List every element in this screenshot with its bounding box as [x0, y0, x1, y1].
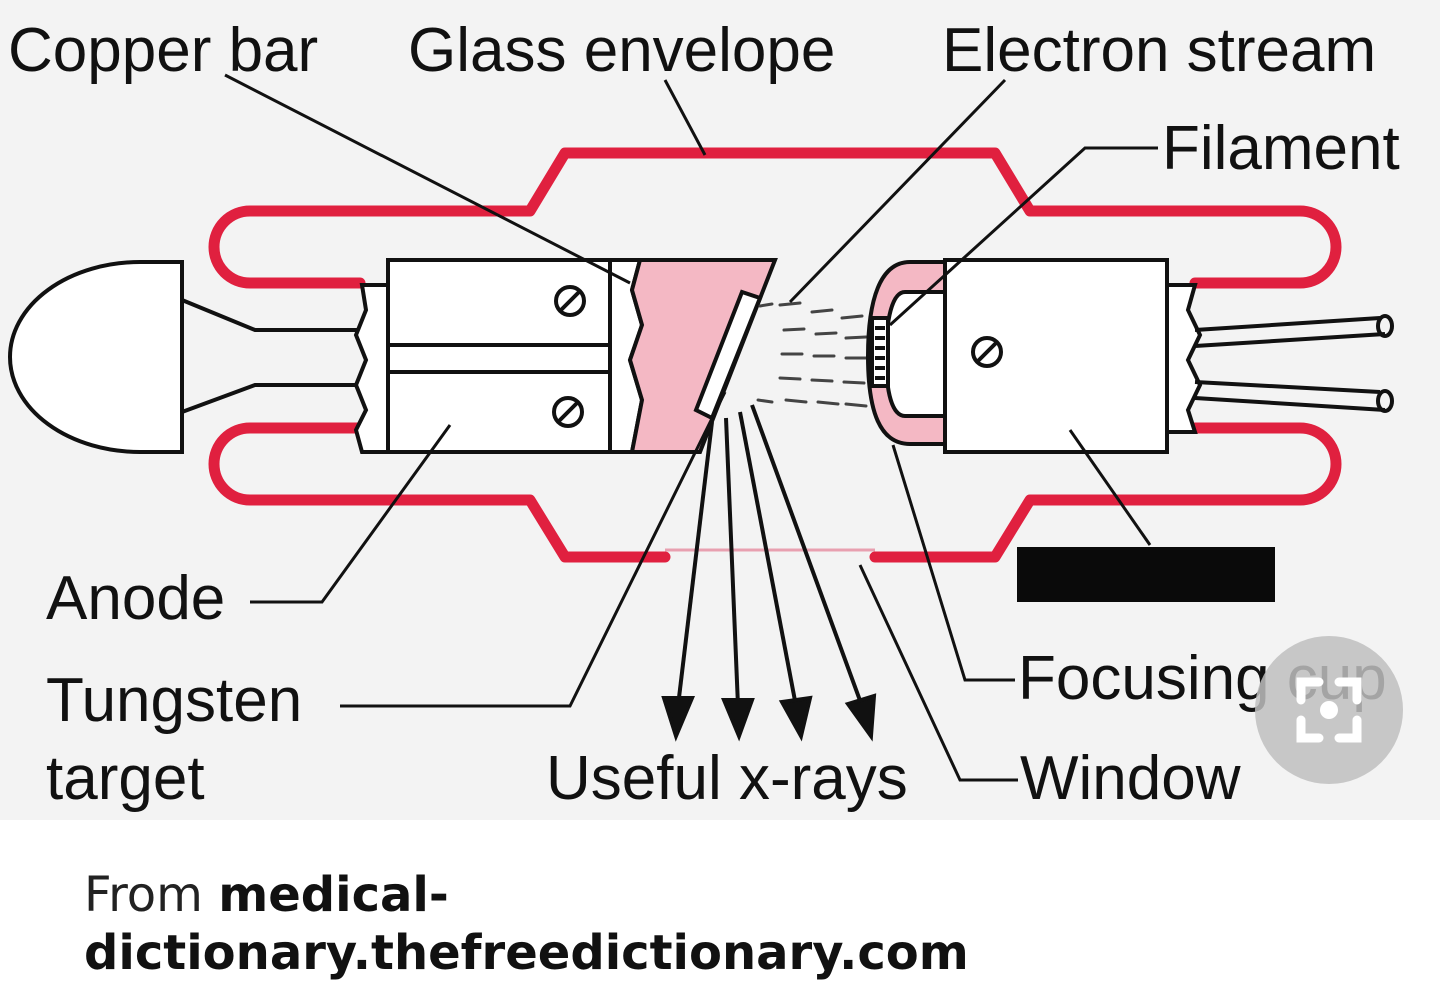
label-anode: Anode	[46, 564, 226, 633]
anode-dome-shape	[8, 260, 362, 454]
image-source-caption: From medical- dictionary.thefreedictiona…	[84, 866, 969, 982]
label-tungsten-target-line1: Tungsten	[46, 666, 303, 735]
redaction-bar	[1017, 547, 1275, 602]
useful-xrays-arrows	[661, 404, 877, 742]
copper-bar-shape	[608, 258, 778, 454]
diagram-drawing	[8, 73, 1394, 782]
glass-envelope-shape	[208, 147, 1342, 563]
label-window: Window	[1020, 744, 1241, 813]
source-link-line1[interactable]: medical-	[218, 867, 449, 923]
leader-lines	[224, 73, 1158, 782]
cathode-block-shape	[865, 258, 1203, 454]
label-useful-xrays: Useful x-rays	[546, 744, 908, 813]
label-copper-bar: Copper bar	[8, 16, 319, 85]
source-link-line2[interactable]: dictionary.thefreedictionary.com	[84, 925, 969, 981]
anode-block-shape	[353, 258, 612, 454]
xray-tube-diagram: Copper bar Glass envelope Electron strea…	[0, 0, 1440, 820]
label-electron-stream: Electron stream	[942, 16, 1377, 85]
electron-stream-shape	[756, 301, 868, 408]
image-search-icon	[1296, 677, 1362, 743]
label-filament: Filament	[1162, 114, 1400, 183]
label-glass-envelope: Glass envelope	[408, 16, 836, 85]
label-tungsten-target-line2: target	[46, 744, 205, 813]
filament-leads-shape	[1194, 314, 1394, 413]
visual-search-button[interactable]	[1255, 636, 1403, 784]
source-prefix: From	[84, 867, 219, 923]
